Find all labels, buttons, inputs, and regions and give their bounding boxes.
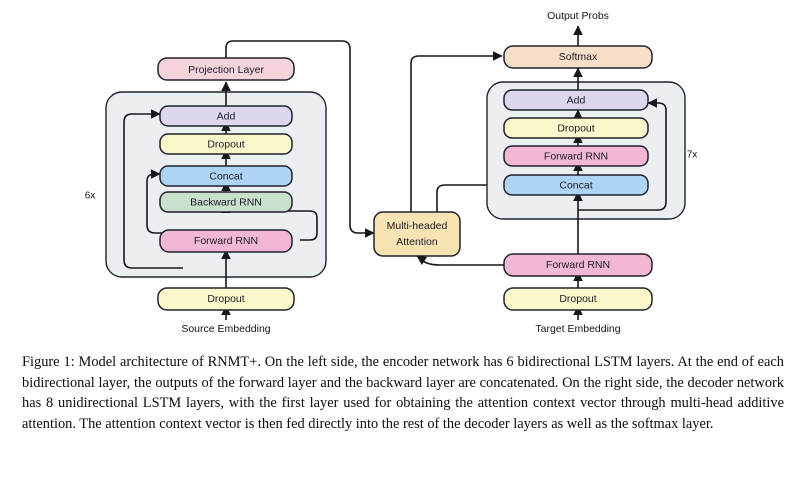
block-decoder-input-dropout-label: Dropout: [559, 293, 596, 305]
output-probs-label: Output Probs: [547, 10, 609, 22]
figure-caption: Figure 1: Model architecture of RNMT+. O…: [22, 354, 784, 432]
encoder-repeat-label: 6x: [85, 191, 96, 202]
encoder-forward-to-backward-wire: [221, 203, 318, 241]
block-encoder-dropout-label: Dropout: [207, 138, 244, 150]
block-decoder-dropout-label: Dropout: [557, 122, 594, 134]
block-encoder-add-label: Add: [217, 110, 236, 122]
block-softmax-label: Softmax: [559, 51, 598, 63]
decoder-inner-frame: [578, 98, 667, 211]
block-encoder-forward-rnn: [159, 229, 293, 253]
block-multi-headed-attention: [373, 211, 461, 257]
block-encoder-concat-label: Concat: [209, 170, 242, 182]
decoder-first-rnn-to-attention-wire: [416, 255, 504, 266]
encoder-inner-frame-inner: [146, 169, 197, 234]
block-decoder-dropout: [503, 117, 649, 139]
projection-to-attention-wire: [225, 40, 375, 238]
block-decoder-add: [503, 89, 649, 111]
block-encoder-dropout: [159, 133, 293, 155]
block-decoder-forward-rnn: [503, 145, 649, 167]
block-projection-layer-label: Projection Layer: [188, 64, 264, 76]
block-encoder-forward-rnn-label: Forward RNN: [194, 235, 258, 247]
block-decoder-first-forward-rnn: [503, 253, 653, 277]
attention-to-softmax-wire: [410, 51, 503, 212]
attention-to-decoder-concat-wire: [436, 180, 503, 212]
block-multi-headed-attention-label-line1: Multi-headed: [387, 220, 448, 232]
architecture-svg: Projection Layer Add Dropout Concat Back…: [85, 10, 698, 335]
encoder-inner-frame-outer: [123, 109, 183, 269]
block-multi-headed-attention-label-line2: Attention: [396, 236, 438, 248]
block-encoder-input-dropout: [157, 287, 295, 311]
block-decoder-input-dropout: [503, 287, 653, 311]
block-decoder-first-forward-rnn-label: Forward RNN: [546, 259, 610, 271]
block-encoder-add: [159, 105, 293, 127]
block-decoder-add-label: Add: [567, 94, 586, 106]
target-embedding-label: Target Embedding: [535, 323, 620, 335]
block-softmax: [503, 45, 653, 69]
figure-diagram: Projection Layer Add Dropout Concat Back…: [85, 10, 698, 335]
source-embedding-label: Source Embedding: [181, 323, 270, 335]
block-encoder-concat: [159, 165, 293, 187]
block-encoder-backward-rnn-label: Backward RNN: [190, 196, 262, 208]
block-decoder-concat-label: Concat: [559, 179, 592, 191]
decoder-repeat-label: 7x: [687, 150, 698, 161]
block-encoder-backward-rnn: [159, 191, 293, 213]
block-decoder-concat: [503, 174, 649, 196]
block-encoder-input-dropout-label: Dropout: [207, 293, 244, 305]
block-decoder-forward-rnn-label: Forward RNN: [544, 150, 608, 162]
block-projection-layer: [157, 57, 295, 81]
